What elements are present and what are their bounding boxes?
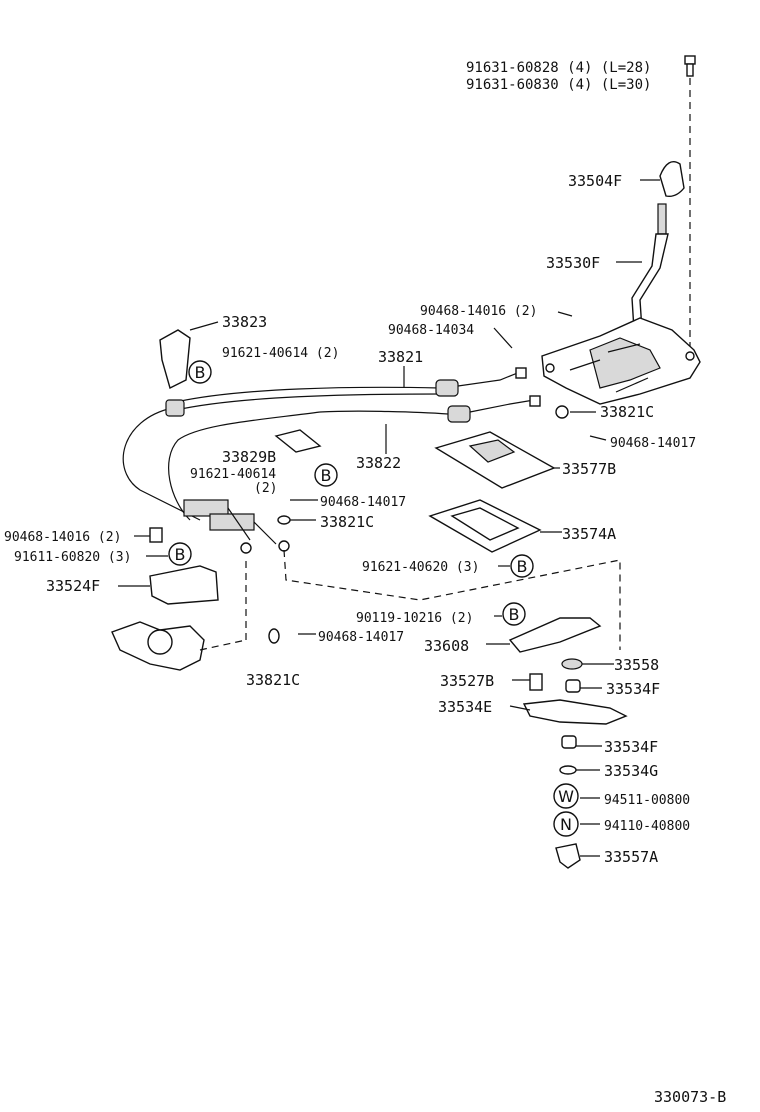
lever-33534e-part — [522, 699, 628, 725]
label-bolt-60820: 91611-60820 (3) — [14, 550, 131, 565]
label-boot-33577b: 33577B — [562, 460, 616, 478]
label-pin-14017-b: 90468-14017 — [320, 495, 406, 510]
label-nut-94110: 94110-40800 — [604, 819, 690, 834]
label-washer-33821c-a: 33821C — [600, 403, 654, 421]
callout-b-4: B — [517, 557, 528, 576]
clip-left-part — [149, 527, 163, 543]
label-washer-33821c-b: 33821C — [320, 513, 374, 531]
label-lever-33534e: 33534E — [438, 698, 492, 716]
cap-33557a-part — [555, 843, 581, 869]
shift-lever-part — [631, 203, 669, 331]
diagram-code: 330073-B — [654, 1088, 726, 1106]
label-bolt-10216: 90119-10216 (2) — [356, 611, 473, 626]
label-bracket-33823: 33823 — [222, 313, 267, 331]
label-bushing-33534g: 33534G — [604, 762, 658, 780]
callout-w: W — [558, 787, 574, 806]
label-cable-33822: 33822 — [356, 454, 401, 472]
bushing-33534f-a-part — [565, 679, 581, 693]
callout-b-1: B — [195, 363, 206, 382]
label-gasket-33574a: 33574A — [562, 525, 616, 543]
clamp-33829b-part — [274, 429, 322, 453]
part-labels: 91631-60828 (4) (L=28) 91631-60830 (4) (… — [4, 60, 726, 1106]
gasket-part — [428, 499, 542, 553]
label-bushing-33534f-a: 33534F — [606, 680, 660, 698]
label-pin-14017-a: 90468-14017 — [610, 436, 696, 451]
bracket-33823-part — [159, 329, 191, 390]
washer-33821c-part — [268, 405, 569, 644]
shift-knob-part — [659, 161, 685, 198]
label-lever: 33530F — [546, 254, 600, 272]
label-clamp-33829b: 33829B — [222, 448, 276, 466]
leader-lines — [118, 179, 660, 857]
callout-b-3: B — [175, 545, 186, 564]
callout-b-circles: B B B B B — [168, 360, 534, 626]
transmission-part — [111, 621, 205, 671]
label-bolt-40614-mid: 91621-40614 — [190, 467, 276, 482]
label-bracket-33524f: 33524F — [46, 577, 100, 595]
callout-b-2: B — [321, 466, 332, 485]
label-washer-94511: 94511-00800 — [604, 793, 690, 808]
lever-33608-part — [508, 617, 602, 653]
boot-part — [434, 431, 556, 489]
bushing-33558-part — [561, 658, 583, 670]
callout-w-circle: W — [553, 783, 579, 809]
bushing-33534g-part — [559, 765, 577, 775]
label-bolt-l28: 91631-60828 (4) (L=28) — [466, 60, 651, 76]
bushing-33534f-b-part — [561, 735, 577, 749]
label-clip-left: 90468-14016 (2) — [4, 530, 121, 545]
cable-ends-part — [165, 399, 290, 554]
bracket-33524f-part — [149, 565, 219, 605]
callout-b-5: B — [509, 605, 520, 624]
label-bolt-40620: 91621-40620 (3) — [362, 560, 479, 575]
cable-dashed-guide — [283, 549, 621, 650]
label-lever-33608: 33608 — [424, 637, 469, 655]
label-cap-33557a: 33557A — [604, 848, 658, 866]
label-bolt-40614-top: 91621-40614 (2) — [222, 346, 339, 361]
collar-33527b-part — [529, 673, 543, 691]
label-bushing-33534f-b: 33534F — [604, 738, 658, 756]
callout-n-circle: N — [553, 811, 579, 837]
label-qty-2: (2) — [254, 481, 277, 496]
label-bolt-l30: 91631-60830 (4) (L=30) — [466, 77, 651, 93]
label-clip-top: 90468-14016 (2) — [420, 304, 537, 319]
label-clip-14034: 90468-14034 — [388, 323, 474, 338]
shift-housing-part — [541, 317, 701, 405]
cable-33822-part — [168, 395, 541, 521]
label-knob: 33504F — [568, 172, 622, 190]
label-cable-33821: 33821 — [378, 348, 423, 366]
bolt-part — [684, 55, 696, 77]
label-pin-14017-c: 90468-14017 — [318, 630, 404, 645]
trans-dashed-guide-a — [199, 639, 247, 651]
callout-n: N — [560, 815, 572, 834]
cable-33821-part — [122, 367, 527, 521]
label-bushing-33558: 33558 — [614, 656, 659, 674]
label-washer-33821c-c: 33821C — [246, 671, 300, 689]
label-collar-33527b: 33527B — [440, 672, 494, 690]
